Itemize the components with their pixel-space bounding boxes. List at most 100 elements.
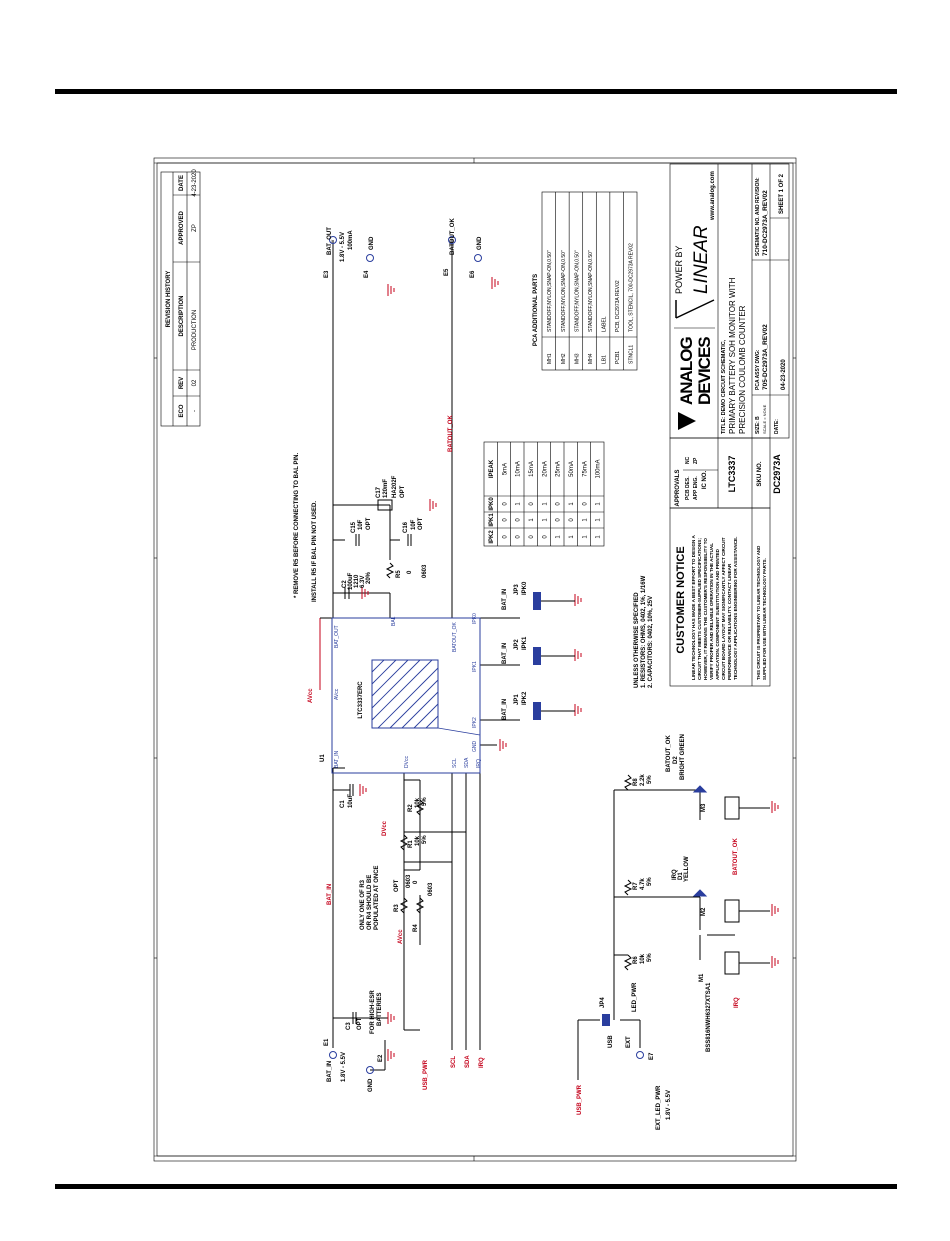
- r5-package: 0603: [422, 564, 428, 578]
- r5-note-1: * REMOVE R5 BEFORE CONNECTING TO BAL PIN…: [294, 453, 300, 598]
- linear-logo-icon: [675, 299, 715, 319]
- title-line-2: PRECISION COULOMB COUNTER: [738, 305, 747, 434]
- r7-value: 4.7k: [640, 878, 646, 890]
- rev-header-approved: APPROVED: [179, 211, 185, 245]
- pin-scl: SCL: [452, 758, 458, 768]
- pin-irq: IRQ: [476, 759, 482, 768]
- c3-note-2: BATTERIES: [377, 992, 383, 1026]
- ipeak-header-ipeak: IPEAK: [489, 459, 495, 478]
- c2-ref: C2: [342, 580, 348, 588]
- net-usb-pwr-label-2: USB_PWR: [577, 1084, 583, 1115]
- ipeak-cell: 1: [596, 502, 602, 506]
- r3-ref: R3: [394, 904, 400, 912]
- e3-label: E3: [324, 270, 330, 278]
- rev-header-date: DATE: [179, 175, 185, 191]
- r3r4-note-1: ONLY ONE OF R3: [360, 879, 366, 930]
- logo-analog: ANALOG: [677, 337, 696, 405]
- e5-label: E5: [444, 268, 450, 276]
- pca-part-description: PCB, DC2973A REV02: [615, 280, 621, 332]
- gnd-terminal-label-2: GND: [369, 236, 375, 250]
- sheet-border: [153, 157, 797, 1162]
- ipeak-cell: 5mA: [502, 463, 508, 475]
- ext-led-pwr-label: EXT_LED_PWR: [656, 1085, 662, 1130]
- c17-value: 120mF: [383, 479, 389, 498]
- approvals-title: APPROVALS: [675, 470, 681, 507]
- ic-no-label: IC NO.: [702, 471, 708, 490]
- mosfets: [724, 796, 770, 975]
- r7-ref: R7: [633, 882, 639, 890]
- jp1-label: IPK2: [522, 691, 528, 705]
- scale-label: SCALE = NONE: [762, 404, 767, 434]
- pin-dvcc: DVcc: [404, 756, 410, 768]
- sku-label: SKU NO.: [757, 461, 763, 486]
- c17-ref: C17: [376, 486, 382, 498]
- ipeak-cell: 25mA: [556, 461, 562, 477]
- notice-line-1: LINEAR TECHNOLOGY HAS MADE A BEST EFFORT…: [691, 535, 696, 680]
- terminals: [329, 236, 644, 1074]
- ipeak-cell: 1: [569, 535, 575, 539]
- power-by-label: POWER BY: [674, 245, 684, 294]
- m1-ref: M1: [699, 973, 705, 982]
- r5-note-2: INSTALL R5 IF BAL PIN NOT USED.: [312, 501, 318, 602]
- pca-part-description: STANDOFF,NYLON,SNAP-ON,0.50": [588, 250, 594, 332]
- ipeak-cell: 0: [556, 518, 562, 522]
- bat-out-label: BAT_OUT: [327, 227, 333, 255]
- schematic-no-value: 710-DC2973A_REV02: [762, 190, 769, 256]
- e7-label: E7: [649, 1052, 655, 1060]
- ipeak-cell: 0: [582, 502, 588, 506]
- c15-opt: OPT: [366, 517, 372, 530]
- c16-value: 10F: [411, 519, 417, 530]
- net-batout-ok-label-2: BATOUT_OK: [733, 838, 739, 875]
- ipeak-header-ipk1: IPK1: [489, 513, 495, 527]
- c2-voltage: 6.3V: [360, 576, 366, 588]
- c16-ref: C16: [403, 521, 409, 533]
- ipeak-cell: 1: [556, 535, 562, 539]
- d2-color: BRIGHT GREEN: [680, 734, 686, 780]
- pca-part-ref: LB1: [602, 355, 608, 364]
- revision-history-table: REVISION HISTORY ECO REV DESCRIPTION APP…: [160, 169, 201, 427]
- e4-label: E4: [364, 270, 370, 278]
- net-usb-pwr-label: USB_PWR: [423, 1059, 429, 1090]
- rev-description: PRODUCTION: [192, 310, 198, 350]
- r8-value: 2.2k: [640, 774, 646, 786]
- r3r4-note-3: POPULATED AT ONCE: [374, 865, 380, 930]
- pca-part-description: TOOL, STENCIL, 700-DC2973A REV02: [629, 243, 635, 332]
- pca-part-description: STANDOFF,NYLON,SNAP-ON,0.50": [574, 250, 580, 332]
- notice-line-3: HOWEVER, IT REMAINS THE CUSTOMER'S RESPO…: [703, 538, 708, 680]
- pca-part-description: STANDOFF,NYLON,SNAP-ON,0.50": [547, 250, 553, 332]
- r4-package: 0603: [428, 882, 434, 896]
- net-bat-in-label: BAT_IN: [327, 884, 333, 905]
- linear-label: LINEAR: [691, 225, 712, 294]
- ipeak-cell: 10mA: [516, 461, 522, 477]
- r4-value: 0: [413, 880, 419, 884]
- r5-ref: R5: [396, 570, 402, 578]
- pca-parts-table: PCA ADDITIONAL PARTS MH1STANDOFF,NYLON,S…: [533, 191, 638, 371]
- pin-bat-out: BAT_OUT: [334, 625, 340, 648]
- pca-part-ref: PCB1: [615, 351, 621, 364]
- ipeak-cell: 1: [582, 535, 588, 539]
- bat-out-current: 100mA: [348, 230, 354, 250]
- wiring: [319, 240, 735, 1080]
- c15-value: 10F: [358, 519, 364, 530]
- notice-line-7: PERFORMANCE OR RELIABILITY. CONTACT LINE…: [727, 563, 732, 680]
- c2-value: 100uF: [348, 572, 354, 590]
- jp4-ext: EXT: [626, 1036, 632, 1048]
- jp2-label: IPK1: [522, 636, 528, 650]
- c17-opt: OPT: [400, 485, 406, 498]
- jp3-label: IPK0: [522, 581, 528, 595]
- notice-line-2: CIRCUIT THAT MEETS CUSTOMER-SUPPLIED SPE…: [697, 538, 702, 680]
- ipeak-cell: 1: [542, 502, 548, 506]
- app-eng-value: ZP: [693, 457, 699, 464]
- pca-assy-value: 705-DC2973A_REV02: [762, 324, 769, 390]
- gnd-terminal-label-3: GND: [477, 236, 483, 250]
- r1-tolerance: 5%: [422, 835, 428, 844]
- jp4-usb: USB: [608, 1035, 614, 1048]
- d1-ref: D1: [678, 872, 684, 880]
- r2-tolerance: 5%: [422, 797, 428, 806]
- pca-assy-label: PCA ASSY DWG:: [755, 349, 761, 390]
- e6-label: E6: [470, 270, 476, 278]
- pin-batout-ok: BATOUT_OK: [452, 622, 458, 652]
- ipeak-header-ipk0: IPK0: [489, 497, 495, 511]
- pin-avcc: AVcc: [334, 688, 340, 700]
- sheet-label: SHEET 1 OF 2: [779, 173, 785, 214]
